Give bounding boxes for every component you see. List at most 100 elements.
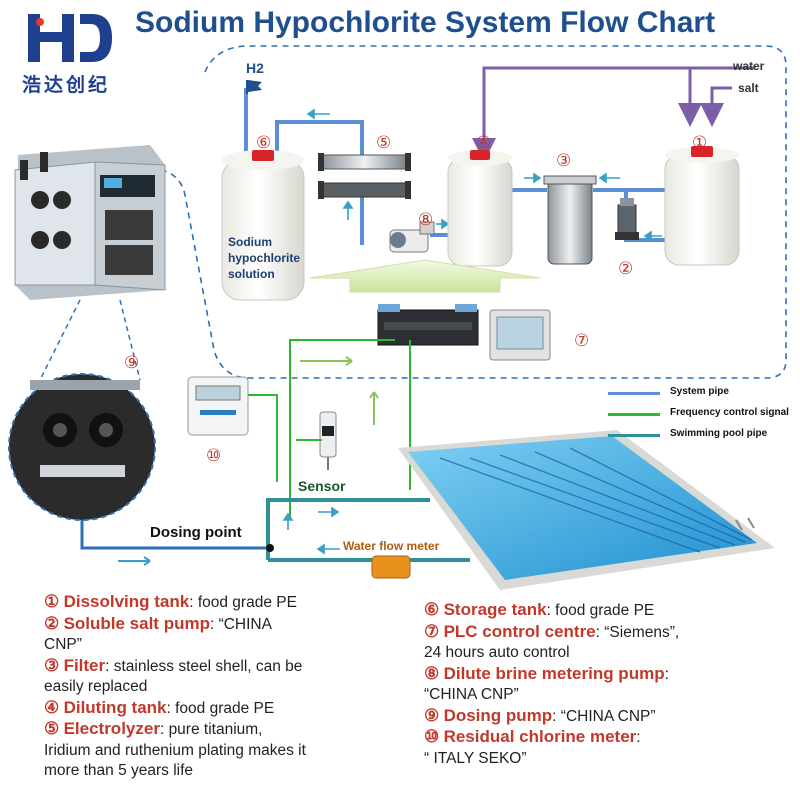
system-enclosure-dashed [149, 45, 787, 379]
component-desc: : food grade PE [166, 699, 275, 717]
component-list-right: ⑥ Storage tank: food grade PE ⑦ PLC cont… [424, 600, 794, 769]
page-title: Sodium Hypochlorite System Flow Chart [135, 6, 716, 39]
marker-9: ⑨ [124, 353, 139, 373]
control-arrow-up [309, 259, 541, 293]
marker-8: ⑧ [418, 210, 433, 230]
legend-label: Swimming pool pipe [670, 428, 768, 439]
diluting-tank [447, 150, 513, 267]
dosing-point-label: Dosing point [150, 524, 242, 541]
component-number: ④ [44, 697, 60, 717]
logo-icon [28, 14, 112, 62]
component-desc: “ ITALY SEKO” [424, 749, 527, 767]
dosing-arrow [118, 556, 151, 566]
marker-10: ⑩ [206, 446, 221, 466]
water-label: water [732, 59, 765, 73]
legend-label: System pipe [670, 386, 729, 397]
sensor [319, 411, 337, 470]
component-name: Dissolving tank [63, 592, 190, 611]
electrolyzer [318, 153, 411, 199]
marker-3: ③ [556, 151, 571, 171]
component-3: ③ Filter: stainless steel shell, can be e… [44, 656, 404, 698]
control-cabinet-image [14, 145, 166, 300]
component-5: ⑤ Electrolyzer: pure titanium, Iridium an… [44, 719, 404, 782]
legend-item-pool-pipe: Swimming pool pipe [608, 428, 800, 449]
component-number: ③ [44, 655, 60, 675]
marker-2: ② [618, 259, 633, 279]
dissolving-tank [664, 146, 740, 266]
component-name: Diluting tank [63, 697, 167, 717]
swimming-pool [398, 430, 775, 590]
h2-flag-icon [246, 80, 262, 94]
h2-label: H2 [246, 60, 264, 76]
component-name: Dilute brine metering pump [443, 663, 665, 683]
marker-6: ⑥ [256, 133, 271, 153]
component-name: Filter [63, 655, 106, 675]
flow-meter [371, 555, 411, 579]
pool-pipe-arrows [282, 506, 340, 555]
component-desc: : [636, 729, 641, 746]
component-name: Residual chlorine meter [443, 727, 637, 746]
component-number: ② [44, 613, 60, 633]
component-number: ⑤ [44, 719, 60, 738]
component-desc: : pure titanium, [159, 721, 263, 738]
pipe-arrows [306, 108, 662, 242]
legend-swatch [608, 434, 660, 437]
hmi-screen [489, 309, 551, 361]
component-desc: 24 hours auto control [424, 644, 570, 661]
chlorine-meter [187, 376, 249, 436]
component-number: ⑩ [424, 727, 440, 746]
component-1: ① Dissolving tank: food grade PE [44, 592, 404, 614]
solution-label-3: solution [228, 267, 275, 281]
legend-swatch [608, 392, 660, 395]
component-name: Electrolyzer [63, 719, 160, 738]
component-desc: : “CHINA [209, 615, 272, 633]
component-4: ④ Diluting tank: food grade PE [44, 698, 404, 720]
component-number: ① [44, 592, 60, 611]
marker-1: ① [692, 133, 707, 153]
soluble-salt-pump [615, 198, 639, 240]
legend-item-signal: Frequency control signal [608, 407, 800, 428]
dosing-point-dot [266, 544, 274, 552]
marker-5: ⑤ [376, 133, 391, 153]
component-desc: CNP” [44, 636, 82, 653]
component-10: ⑩ Residual chlorine meter: “ ITALY SEKO” [424, 727, 794, 769]
component-desc: : “Siemens”, [595, 623, 680, 641]
component-list-left: ① Dissolving tank: food grade PE ② Solub… [44, 592, 404, 782]
component-desc: “CHINA CNP” [424, 686, 519, 703]
component-desc: easily replaced [44, 678, 148, 695]
component-number: ⑧ [424, 663, 440, 683]
solution-label-1: Sodium [228, 235, 272, 249]
component-number: ⑦ [424, 621, 440, 641]
component-8: ⑧ Dilute brine metering pump:“CHINA CNP” [424, 664, 794, 706]
component-name: Storage tank [443, 600, 547, 619]
water-salt-inlet [472, 66, 755, 162]
component-6: ⑥ Storage tank: food grade PE [424, 600, 794, 622]
signal-lines [248, 339, 411, 520]
solution-label-2: hypochlorite [228, 251, 300, 265]
signal-arrows [300, 356, 379, 425]
salt-label: salt [738, 81, 759, 95]
component-number: ⑥ [424, 600, 440, 619]
component-desc: Iridium and ruthenium plating makes it [44, 741, 306, 759]
component-desc: : “CHINA CNP” [552, 707, 656, 725]
dosing-pump-zoom [8, 373, 156, 521]
component-desc: : food grade PE [546, 602, 655, 619]
sensor-label: Sensor [298, 478, 346, 494]
component-desc: : stainless steel shell, can be [105, 657, 303, 675]
dosing-line [80, 520, 268, 550]
plc-controller [377, 304, 479, 346]
component-9: ⑨ Dosing pump: “CHINA CNP” [424, 706, 794, 728]
brand-name: 浩达创纪 [22, 74, 111, 96]
component-7: ⑦ PLC control centre: “Siemens”, 24 hours… [424, 622, 794, 664]
legend-item-system-pipe: System pipe [608, 386, 800, 407]
legend: System pipe Frequency control signal Swi… [608, 386, 800, 449]
component-name: Dosing pump [443, 705, 553, 725]
component-desc: : food grade PE [189, 594, 297, 611]
filter [543, 175, 597, 265]
marker-7: ⑦ [574, 331, 589, 351]
component-name: PLC control centre [443, 621, 596, 641]
component-number: ⑨ [424, 705, 440, 725]
pool-pipes [266, 498, 470, 562]
